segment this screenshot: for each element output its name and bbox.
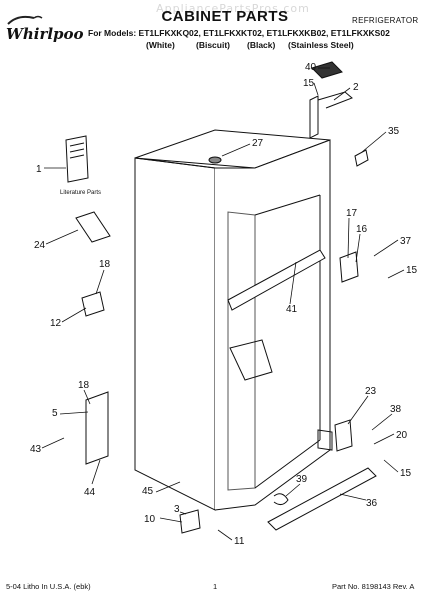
callout-1: 1 [36, 164, 42, 175]
color-black: (Black) [247, 40, 276, 50]
color-white: (White) [146, 40, 175, 50]
callout-23: 23 [365, 386, 377, 397]
callout-labels: 40 15 2 27 35 1 17 16 37 24 15 18 41 12 … [30, 62, 418, 547]
callout-5: 5 [52, 408, 58, 419]
callout-12: 12 [50, 318, 62, 329]
callout-27: 27 [252, 138, 264, 149]
callout-20: 20 [396, 430, 408, 441]
callout-24: 24 [34, 240, 46, 251]
literature-parts-label: Literature Parts [60, 190, 101, 196]
appliance-type: REFRIGERATOR [352, 16, 419, 25]
leader-lines [41, 67, 405, 541]
callout-45: 45 [142, 486, 154, 497]
callout-15b: 15 [406, 265, 418, 276]
callout-3: 3 [174, 504, 180, 515]
callout-17: 17 [346, 208, 358, 219]
watermark: AppliancePartsPros.com [156, 2, 310, 15]
whirlpool-logo: Whirlpool [6, 15, 84, 43]
cabinet-drawing [65, 61, 377, 534]
callout-36: 36 [366, 498, 378, 509]
callout-2: 2 [353, 82, 359, 93]
callout-15c: 15 [400, 468, 412, 479]
svg-text:Whirlpool: Whirlpool [6, 25, 84, 43]
callout-41: 41 [286, 304, 298, 315]
callout-15: 15 [303, 78, 315, 89]
color-stainless: (Stainless Steel) [288, 40, 354, 50]
callout-40: 40 [305, 62, 317, 73]
callout-18: 18 [99, 259, 111, 270]
callout-10: 10 [144, 514, 156, 525]
callout-43: 43 [30, 444, 42, 455]
footer-part-number: Part No. 8198143 Rev. A [332, 582, 415, 591]
page-title: CABINET PARTS [161, 8, 289, 25]
callout-37: 37 [400, 236, 412, 247]
callout-35: 35 [388, 126, 400, 137]
color-biscuit: (Biscuit) [196, 40, 230, 50]
model-list: For Models: ET1LFKXKQ02, ET1LFKXKT02, ET… [88, 28, 390, 38]
footer-page-number: 1 [213, 582, 218, 591]
footer-litho: 5-04 Litho In U.S.A. (ebk) [6, 582, 91, 591]
callout-11: 11 [234, 536, 245, 547]
callout-16: 16 [356, 224, 368, 235]
callout-44: 44 [84, 487, 96, 498]
callout-39: 39 [296, 474, 308, 485]
callout-38: 38 [390, 404, 402, 415]
callout-18b: 18 [78, 380, 90, 391]
